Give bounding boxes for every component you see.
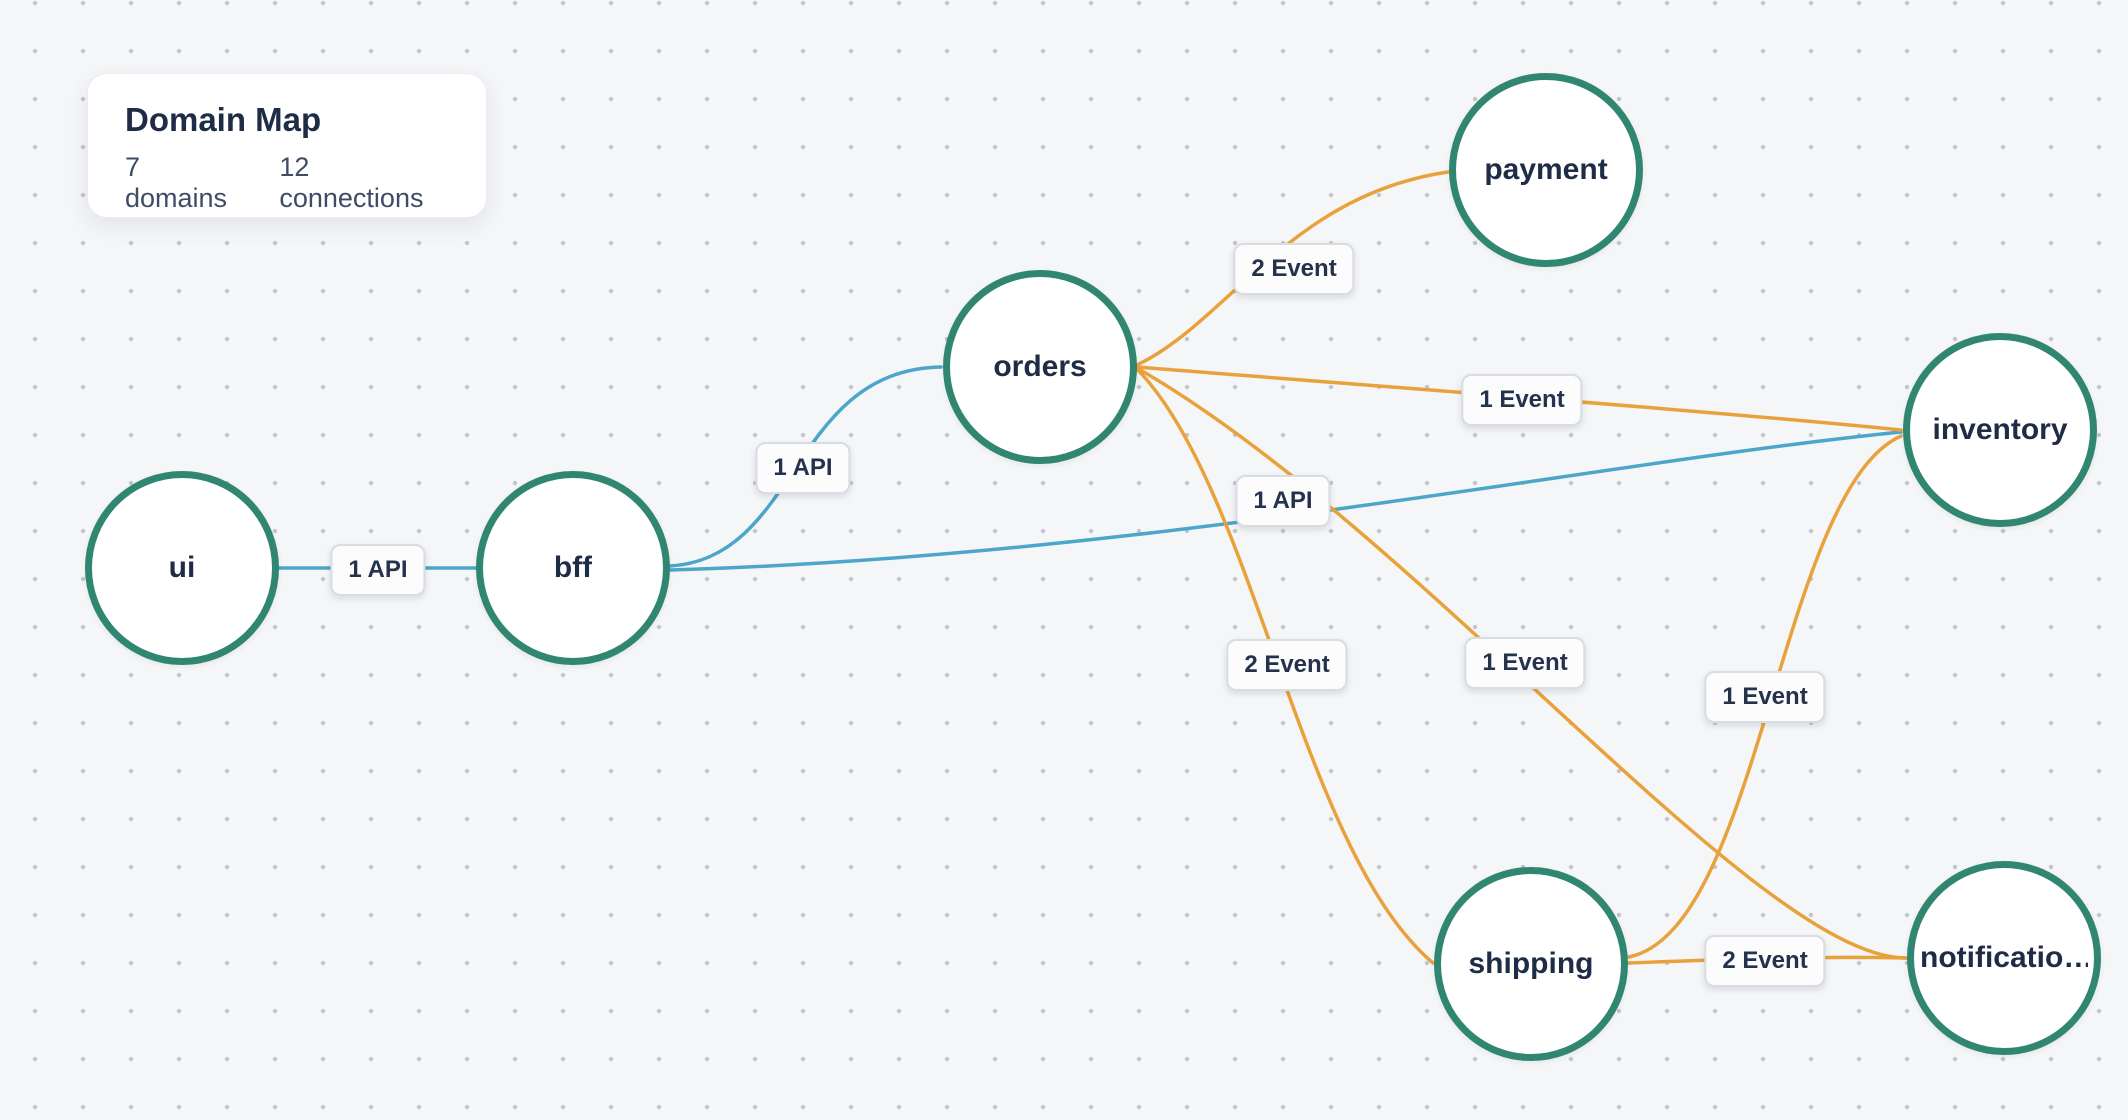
node-inventory[interactable]: inventory bbox=[1903, 333, 2097, 527]
edge-bff-inventory[interactable] bbox=[668, 430, 1903, 572]
node-label-shipping: shipping bbox=[1468, 947, 1594, 980]
node-label-payment: payment bbox=[1484, 153, 1608, 186]
node-label-notification: notificatio… bbox=[1920, 941, 2088, 974]
edge-label-orders-shipping[interactable]: 2 Event bbox=[1226, 639, 1348, 691]
node-label-inventory: inventory bbox=[1932, 413, 2068, 446]
edge-label-bff-orders[interactable]: 1 API bbox=[755, 442, 851, 494]
panel-title: Domain Map bbox=[125, 101, 322, 138]
node-shipping[interactable]: shipping bbox=[1434, 867, 1628, 1061]
edge-label-orders-payment[interactable]: 2 Event bbox=[1233, 243, 1355, 295]
node-bff[interactable]: bff bbox=[476, 471, 670, 665]
node-label-orders: orders bbox=[993, 350, 1087, 383]
edge-label-orders-notification[interactable]: 1 Event bbox=[1464, 637, 1586, 689]
edge-label-shipping-notification[interactable]: 2 Event bbox=[1704, 935, 1826, 987]
node-notification[interactable]: notificatio… bbox=[1907, 861, 2101, 1055]
node-label-ui: ui bbox=[168, 551, 196, 584]
domains-count: 7 domains bbox=[125, 152, 228, 213]
node-payment[interactable]: payment bbox=[1449, 73, 1643, 267]
node-label-bff: bff bbox=[553, 551, 593, 584]
edge-label-shipping-inventory[interactable]: 1 Event bbox=[1704, 671, 1826, 723]
edge-label-orders-inventory[interactable]: 1 Event bbox=[1461, 374, 1583, 426]
node-orders[interactable]: orders bbox=[943, 270, 1137, 464]
panel-stats: 7 domains 12 connections bbox=[125, 152, 449, 214]
domain-map-panel: Domain Map 7 domains 12 connections bbox=[87, 73, 487, 218]
node-ui[interactable]: ui bbox=[85, 471, 279, 665]
edge-label-bff-inventory[interactable]: 1 API bbox=[1235, 475, 1331, 527]
edge-orders-notification[interactable] bbox=[1135, 366, 1909, 960]
edge-label-ui-bff[interactable]: 1 API bbox=[330, 544, 426, 596]
connections-count: 12 connections bbox=[279, 152, 424, 213]
